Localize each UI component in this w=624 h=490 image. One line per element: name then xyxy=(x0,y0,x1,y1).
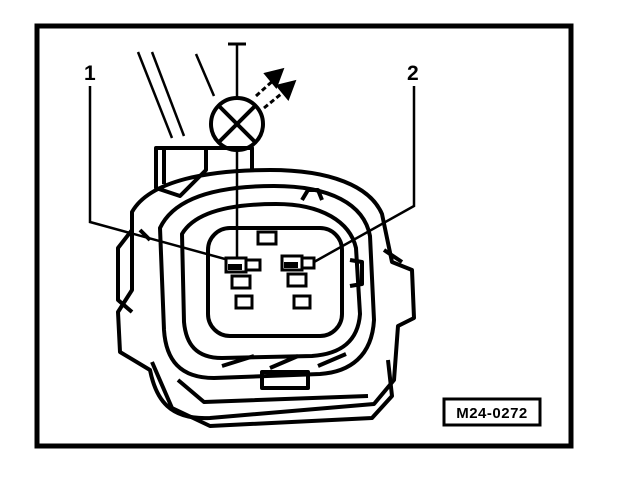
connector-housing xyxy=(116,146,416,428)
callout-label-2: 2 xyxy=(407,62,419,85)
leader-line-2 xyxy=(313,86,416,264)
reference-code: M24-0272 xyxy=(456,405,528,422)
leader-line-1 xyxy=(88,86,237,264)
pin-highlight-1 xyxy=(228,262,298,270)
diagram-frame xyxy=(34,23,574,449)
reference-code-box xyxy=(442,397,542,427)
callout-label-1: 1 xyxy=(84,62,96,85)
cable-wires xyxy=(136,51,216,139)
light-rays-icon xyxy=(254,67,297,110)
